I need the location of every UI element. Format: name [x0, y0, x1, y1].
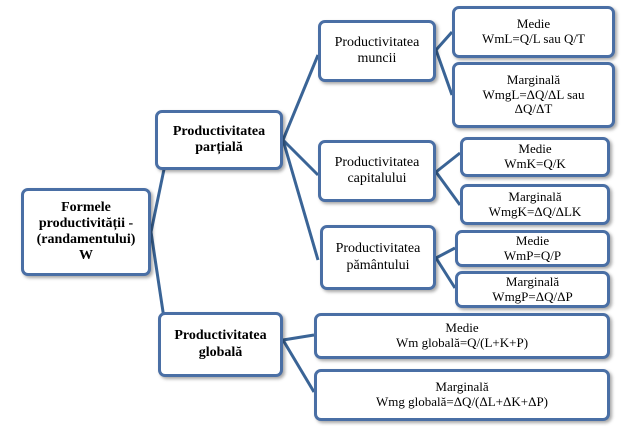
connector-pamant-medie	[435, 246, 456, 260]
capital-marginal-title: Marginală	[508, 188, 562, 204]
connector-capital-medie	[435, 151, 461, 174]
labor-marginal-title: Marginală	[506, 71, 561, 87]
land-line-2: pământului	[346, 257, 410, 273]
global-marginal-formula-box: Marginală Wmg globală=ΔQ/(ΔL+ΔK+ΔP)	[314, 369, 610, 421]
capital-average-formula-box: Medie WmK=Q/K	[460, 137, 610, 177]
connector-partial-pamant	[281, 139, 320, 261]
land-marginal-formula: WmgP=ΔQ/ΔP	[492, 288, 573, 304]
connector-pamant-marginala	[434, 257, 457, 289]
global-line-1: Productivitatea	[174, 328, 267, 344]
land-productivity-node: Productivitatea pământului	[320, 225, 436, 290]
root-line-4: W	[79, 248, 93, 264]
labor-average-formula: WmL=Q/L sau Q/T	[482, 31, 585, 46]
partial-productivity-node: Productivitatea parțială	[155, 110, 283, 170]
global-productivity-node: Productivitatea globală	[158, 312, 283, 377]
land-marginal-title: Marginală	[505, 273, 560, 289]
connector-global-marginala	[281, 339, 316, 393]
global-average-formula: Wm globală=Q/(L+K+P)	[395, 335, 529, 350]
labor-average-title: Medie	[516, 16, 551, 32]
labor-productivity-node: Productivitatea muncii	[318, 20, 436, 82]
global-line-2: globală	[198, 344, 243, 360]
capital-average-formula: WmK=Q/K	[504, 156, 566, 171]
capital-line-2: capitalului	[347, 171, 407, 186]
connector-munca-medie	[434, 31, 454, 51]
capital-average-title: Medie	[518, 141, 552, 157]
root-line-2: productivității -	[38, 215, 134, 231]
land-line-1: Productivitatea	[335, 241, 421, 257]
capital-productivity-node: Productivitatea capitalului	[318, 140, 436, 202]
labor-marginal-formula-2: ΔQ/ΔT	[514, 101, 553, 117]
root-line-3: (randamentului)	[36, 232, 136, 247]
capital-line-1: Productivitatea	[334, 154, 420, 170]
global-average-title: Medie	[445, 320, 479, 336]
global-marginal-title: Marginală	[435, 379, 489, 395]
partial-line-2: parțială	[195, 140, 243, 155]
partial-line-1: Productivitatea	[172, 123, 266, 139]
labor-line-2: muncii	[357, 51, 397, 66]
land-average-formula-box: Medie WmP=Q/P	[455, 230, 610, 267]
land-average-title: Medie	[515, 232, 550, 248]
global-average-formula-box: Medie Wm globală=Q/(L+K+P)	[314, 313, 610, 359]
capital-marginal-formula: WmgK=ΔQ/ΔLK	[488, 203, 582, 219]
connector-partial-munca	[281, 54, 320, 141]
labor-line-1: Productivitatea	[334, 34, 420, 50]
land-average-formula: WmP=Q/P	[503, 247, 562, 263]
connector-partial-capital	[281, 138, 320, 177]
labor-average-formula-box: Medie WmL=Q/L sau Q/T	[452, 6, 615, 58]
root-line-1: Formele	[61, 199, 111, 215]
land-marginal-formula-box: Marginală WmgP=ΔQ/ΔP	[455, 271, 610, 308]
root-node: Formele productivității - (randamentului…	[21, 188, 151, 276]
connector-capital-marginala	[434, 171, 462, 206]
capital-marginal-formula-box: Marginală WmgK=ΔQ/ΔLK	[460, 184, 610, 225]
labor-marginal-formula-box: Marginală WmgL=ΔQ/ΔL sau ΔQ/ΔT	[452, 62, 615, 128]
labor-marginal-formula-1: WmgL=ΔQ/ΔL sau	[482, 86, 585, 102]
connector-global-medie	[282, 333, 315, 342]
global-marginal-formula: Wmg globală=ΔQ/(ΔL+ΔK+ΔP)	[375, 394, 549, 409]
connector-munca-marginala	[434, 49, 454, 96]
